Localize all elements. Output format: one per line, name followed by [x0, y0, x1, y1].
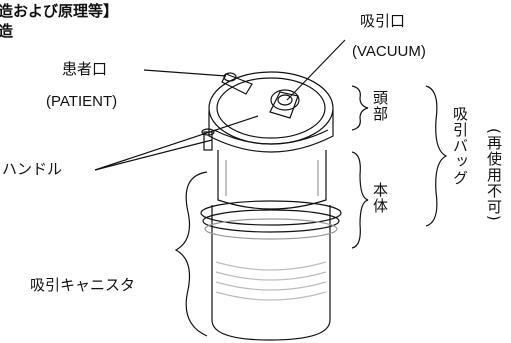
patient-port [221, 73, 253, 95]
patient-port-label-en: (PATIENT) [46, 93, 118, 110]
leader-handle-a [94, 139, 213, 171]
brace-suction-bag [425, 85, 448, 227]
brace-head [351, 85, 369, 131]
canister-rim [200, 200, 342, 226]
brace-body [351, 151, 369, 249]
vacuum-port-label: 吸引口 [360, 12, 406, 30]
body-label: 本体 [371, 182, 389, 214]
vacuum-port [270, 89, 300, 111]
suction-bag-label: 吸引バッグ [451, 106, 469, 186]
canister-outline [211, 205, 331, 341]
handle-label: ハンドル [2, 160, 63, 178]
leader-patient [143, 69, 227, 77]
head-label: 頭部 [371, 90, 389, 122]
bag-body-outline [217, 150, 327, 210]
bag-head-lid [208, 71, 334, 145]
leader-handle-b [94, 115, 259, 171]
not-reusable-label: (再使用不可) [485, 128, 503, 222]
patient-port-label: 患者口 [62, 60, 108, 78]
vacuum-port-label-en: (VACUUM) [352, 43, 426, 60]
brace-canister [174, 171, 208, 337]
canister-label: 吸引キャニスタ [30, 276, 136, 294]
section-header-line2: 造 [0, 22, 14, 40]
leader-vacuum [286, 39, 346, 101]
section-header-line1: 造および原理等】 [0, 2, 119, 20]
